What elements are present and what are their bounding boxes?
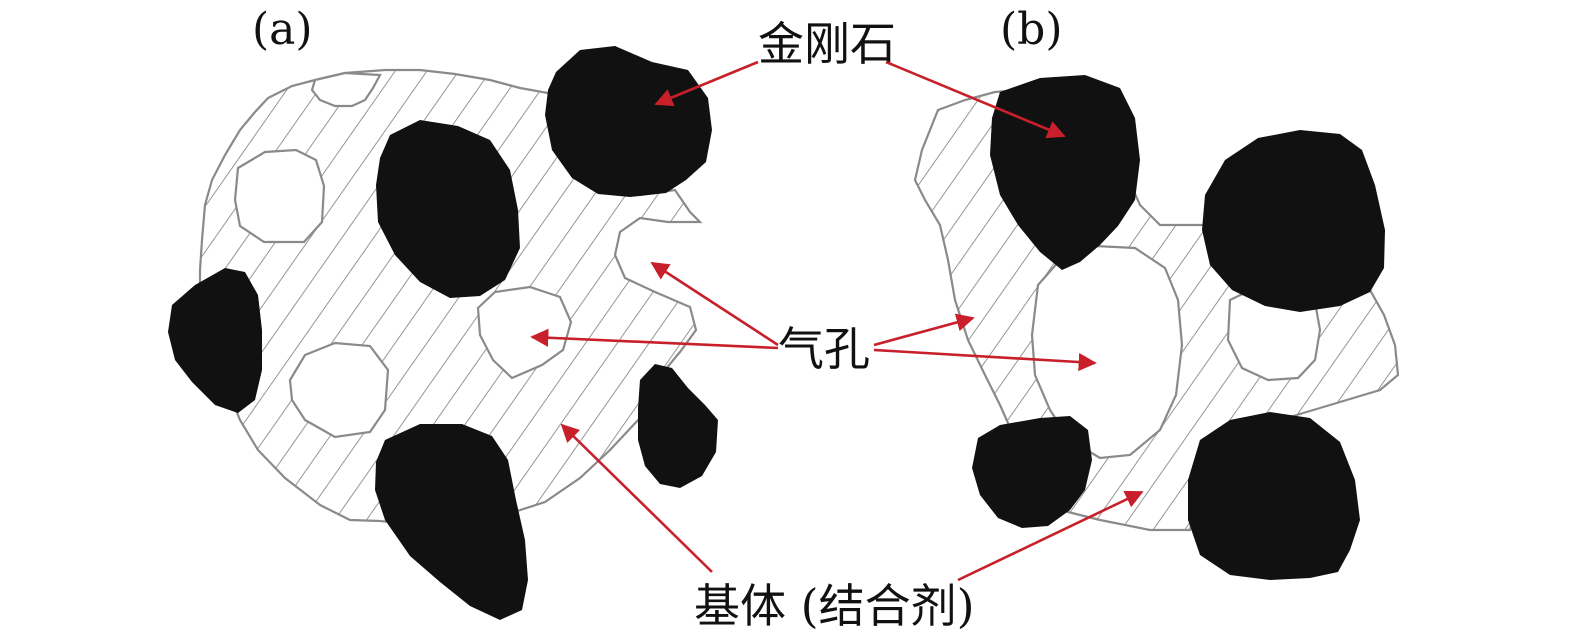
- panel-a-diamond-bottom: [375, 424, 528, 620]
- arrow-pore-a2: [530, 328, 779, 350]
- panel-a: (a): [168, 4, 718, 620]
- panel-b-diamond-bottom-left: [972, 416, 1092, 528]
- arrow-diamond-a: [654, 60, 759, 107]
- panel-b-pore-large: [1030, 244, 1184, 460]
- arrow-diamond-b: [885, 60, 1066, 139]
- panel-b-label: (b): [1000, 4, 1063, 55]
- arrow-matrix-a: [560, 423, 713, 573]
- arrow-pore-b2: [873, 348, 1097, 372]
- panel-a-diamond-center: [376, 120, 520, 298]
- arrow-matrix-b: [957, 490, 1144, 582]
- panel-a-pore-3: [476, 285, 573, 380]
- arrow-pore-b1: [873, 313, 975, 347]
- panel-a-diamond-top-right: [545, 46, 712, 197]
- panel-a-pore-notch: [310, 71, 382, 108]
- panel-b-diamond-top-right: [1202, 130, 1385, 312]
- panel-a-diamond-small-right: [638, 364, 718, 488]
- panel-b: (b): [913, 4, 1400, 580]
- label-pore: 气孔: [778, 322, 870, 376]
- label-matrix: 基体 (结合剂): [694, 579, 975, 633]
- panel-a-pore-2: [288, 341, 390, 439]
- panel-a-diamond-left: [168, 268, 262, 413]
- panel-a-pore-1: [233, 148, 326, 244]
- panel-b-diamond-bottom-right: [1188, 412, 1360, 580]
- panel-a-label: (a): [252, 4, 313, 55]
- annotation-arrows: [530, 60, 1144, 582]
- arrow-pore-a1: [650, 261, 779, 347]
- label-diamond: 金刚石: [758, 17, 896, 71]
- panel-b-diamond-top-left: [990, 75, 1140, 270]
